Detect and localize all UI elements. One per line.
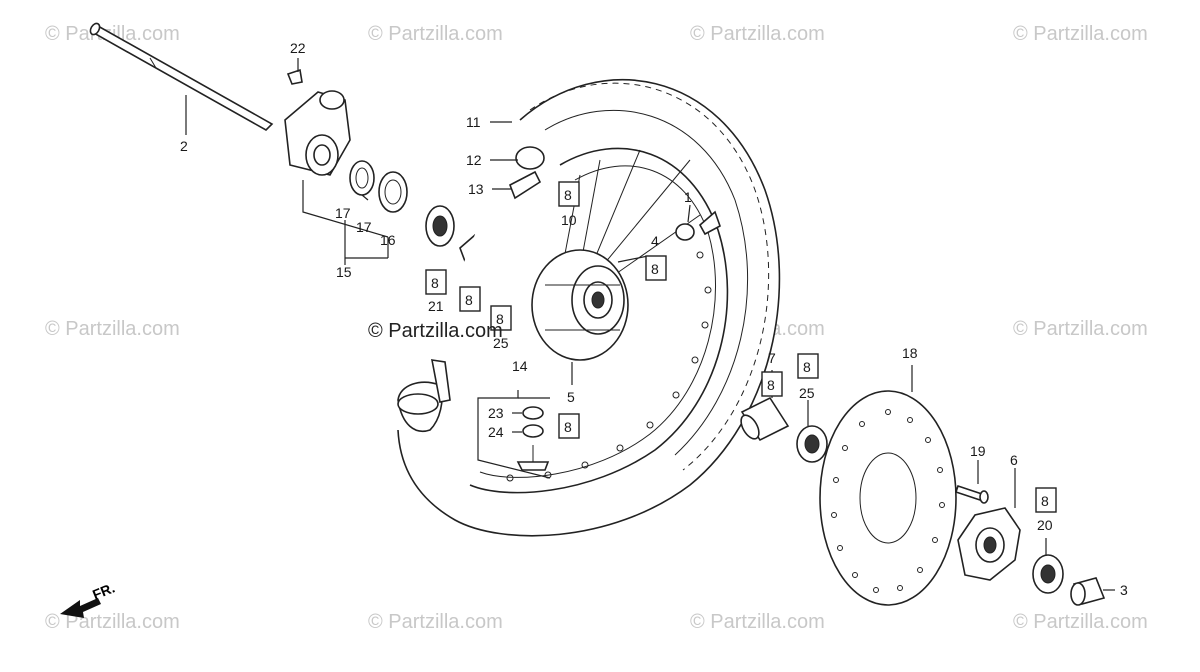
ref-box-label: 8 <box>564 419 572 435</box>
label-part-20: 20 <box>1037 517 1053 533</box>
ref-box-label: 8 <box>431 275 439 291</box>
label-part-10: 10 <box>561 212 577 228</box>
watermark: © Partzilla.com <box>690 23 825 45</box>
watermark: © Partzilla.com <box>368 23 503 45</box>
disc-holes <box>831 409 945 593</box>
ref-box-label: 8 <box>767 377 775 393</box>
label-part-6: 6 <box>1010 452 1018 468</box>
label-part-2: 2 <box>180 138 188 154</box>
label-part-23: 23 <box>488 405 504 421</box>
ref-box-label: 8 <box>803 359 811 375</box>
part-dust-seal <box>1032 554 1064 594</box>
watermark: © Partzilla.com <box>368 611 503 633</box>
front-label: FR. <box>90 579 117 602</box>
watermark: © Partzilla.com <box>45 318 180 340</box>
front-arrow-icon: FR. <box>60 579 117 618</box>
label-part-21: 21 <box>428 298 444 314</box>
watermark: © Partzilla.com <box>1013 611 1148 633</box>
part-front-hub <box>531 249 629 361</box>
ref-box-label: 8 <box>496 311 504 327</box>
watermark: © Partzilla.com <box>1013 318 1148 340</box>
leader-lines <box>185 58 1115 591</box>
rim-spoke-holes <box>506 251 712 482</box>
part-bearing-25-right <box>796 425 828 463</box>
part-bearing-21 <box>425 205 455 247</box>
ref-box-label: 8 <box>651 261 659 277</box>
label-part-13: 13 <box>468 181 484 197</box>
label-part-24: 24 <box>488 424 504 440</box>
part-rings <box>349 160 408 213</box>
label-part-18: 18 <box>902 345 918 361</box>
label-part-22: 22 <box>290 40 306 56</box>
reference-boxes: 8 8 8 8 8 8 8 8 8 <box>425 181 1057 513</box>
label-part-17: 17 <box>356 219 372 235</box>
label-part-5: 5 <box>567 389 575 405</box>
part-disc-bolt <box>954 484 989 504</box>
label-part-25: 25 <box>799 385 815 401</box>
watermark: © Partzilla.com <box>690 611 825 633</box>
label-part-1: 1 <box>684 189 692 205</box>
part-side-collar <box>1070 577 1106 606</box>
label-part-17: 17 <box>335 205 351 221</box>
ref-box-label: 8 <box>465 292 473 308</box>
watermark: © Partzilla.com <box>1013 23 1148 45</box>
label-part-25: 25 <box>493 335 509 351</box>
label-part-11: 11 <box>466 114 481 130</box>
watermarks: © Partzilla.com © Partzilla.com © Partzi… <box>45 23 1148 633</box>
center-watermark: © Partzilla.com <box>368 320 503 342</box>
label-part-19: 19 <box>970 443 986 459</box>
part-retainer-6 <box>957 507 1021 581</box>
part-rim-lock <box>516 406 550 471</box>
label-part-12: 12 <box>466 152 482 168</box>
part-speedometer-gearbox <box>284 68 351 176</box>
label-part-14: 14 <box>512 358 528 374</box>
label-part-4: 4 <box>651 233 659 249</box>
part-axle <box>89 22 274 131</box>
part-brake-disc <box>819 390 957 606</box>
label-part-15: 15 <box>336 264 352 280</box>
label-part-7: 7 <box>768 350 776 366</box>
ref-box-label: 8 <box>1041 493 1049 509</box>
label-part-3: 3 <box>1120 582 1128 598</box>
ref-box-label: 8 <box>564 187 572 203</box>
part-collar <box>740 396 790 442</box>
label-part-16: 16 <box>380 232 396 248</box>
part-number-labels: 2 22 17 17 16 15 21 25 11 12 13 10 1 4 5… <box>180 40 1128 598</box>
part-spoke-nipple <box>675 210 721 241</box>
